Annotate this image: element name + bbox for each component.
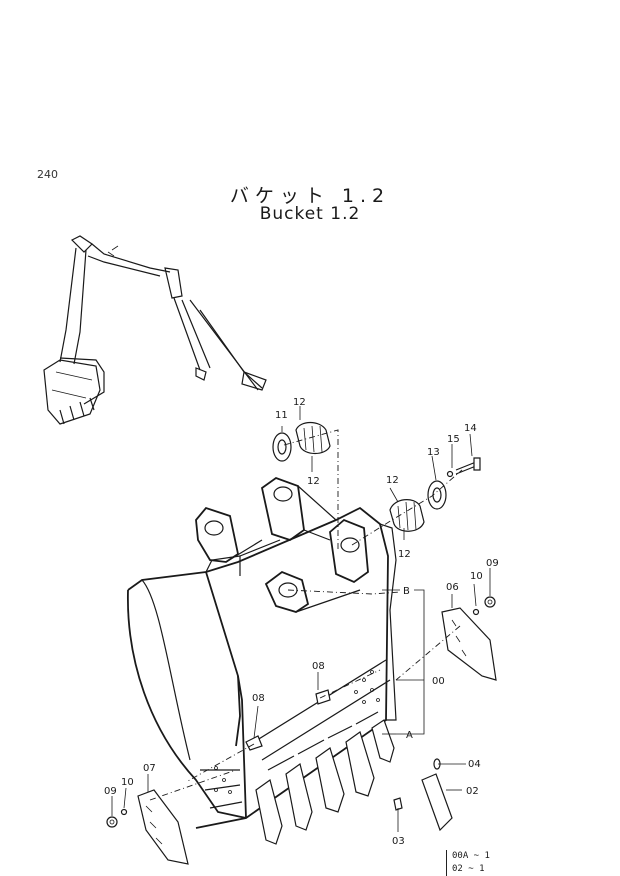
callout-00: 00 bbox=[432, 676, 445, 687]
callout-08-left: 08 bbox=[252, 693, 265, 704]
callout-13: 13 bbox=[427, 447, 440, 458]
callout-14: 14 bbox=[464, 423, 477, 434]
callout-15: 15 bbox=[447, 434, 460, 445]
excavator-overview bbox=[43, 235, 267, 425]
leader-lines bbox=[111, 406, 491, 832]
footer-line-1: 00A ~ 1 bbox=[452, 851, 490, 861]
callout-07: 07 bbox=[143, 763, 156, 774]
bucket-shell bbox=[127, 476, 397, 829]
callout-09-right: 09 bbox=[486, 558, 499, 569]
callout-12-top: 12 bbox=[293, 397, 306, 408]
callout-02: 02 bbox=[466, 786, 479, 797]
callout-11: 11 bbox=[275, 410, 288, 421]
callout-06: 06 bbox=[446, 582, 459, 593]
bucket-teeth bbox=[255, 711, 395, 845]
side-cutters bbox=[137, 607, 497, 865]
callout-12-lower: 12 bbox=[398, 549, 411, 560]
callout-labels: 11 12 12 12 12 13 15 14 09 10 06 B 00 08… bbox=[104, 397, 499, 847]
callout-10-left: 10 bbox=[121, 777, 134, 788]
callout-03: 03 bbox=[392, 836, 405, 847]
callout-04: 04 bbox=[468, 759, 481, 770]
small-parts bbox=[106, 596, 496, 832]
title-english: Bucket 1.2 bbox=[259, 204, 361, 224]
page-number: 240 bbox=[37, 168, 58, 181]
title-japanese: バケット 1.2 bbox=[229, 185, 391, 207]
footer-applicability: 00A ~ 1 02 ~ 1 bbox=[446, 850, 490, 876]
callout-10-right: 10 bbox=[470, 571, 483, 582]
footer-line-2: 02 ~ 1 bbox=[452, 864, 485, 874]
callout-12-mid: 12 bbox=[307, 476, 320, 487]
bolt-holes bbox=[214, 670, 380, 794]
callout-12-right: 12 bbox=[386, 475, 399, 486]
callout-09-left: 09 bbox=[104, 786, 117, 797]
callout-B: B bbox=[403, 586, 410, 597]
callout-A: A bbox=[406, 730, 413, 741]
callout-08-center: 08 bbox=[312, 661, 325, 672]
